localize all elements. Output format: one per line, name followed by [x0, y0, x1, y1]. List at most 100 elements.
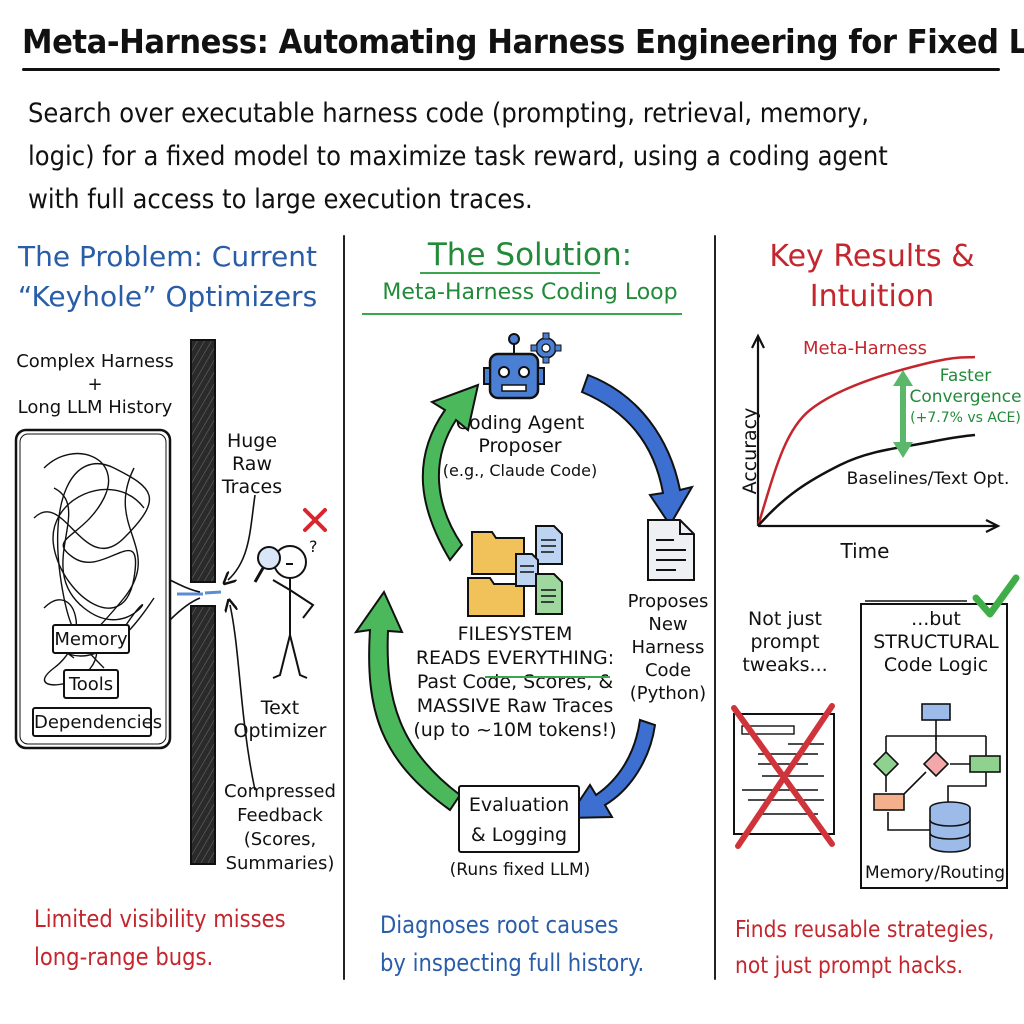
title-underline	[22, 68, 1000, 71]
subtitle-line: Search over executable harness code (pro…	[28, 98, 870, 129]
label-line: Code Logic	[883, 654, 989, 676]
footer-line: long-range bugs.	[34, 943, 214, 971]
keyhole-wall	[177, 339, 222, 865]
label-line: Complex Harness	[16, 351, 174, 372]
footer-line: not just prompt hacks.	[735, 953, 964, 979]
chart-annotation: Faster Convergence (+7.7% vs ACE)	[908, 366, 1023, 429]
label-line: prompt	[750, 631, 820, 653]
label-line: tweaks...	[742, 654, 828, 676]
subtitle-line: logic) for a fixed model to maximize tas…	[28, 141, 888, 172]
gear-icon	[530, 332, 562, 364]
label-line: Summaries)	[225, 853, 335, 874]
footer-line: Limited visibility misses	[34, 905, 286, 933]
filesystem-label: FILESYSTEM READS EVERYTHING: Past Code, …	[395, 622, 635, 742]
annotation-line: (+7.7% vs ACE)	[910, 410, 1021, 426]
label-line: Not just	[748, 608, 822, 630]
accuracy-chart	[751, 333, 1001, 533]
label-line: Proposer	[478, 435, 562, 457]
text-optimizer-label: Text Optimizer	[225, 697, 335, 743]
y-axis-label: Accuracy	[739, 407, 761, 495]
everything-underline	[485, 676, 610, 678]
structural-label: ...but STRUCTURAL Code Logic	[862, 608, 1010, 677]
svg-text:?: ?	[309, 537, 318, 556]
label-line: FILESYSTEM	[457, 623, 573, 645]
label-line: (Scores,	[243, 829, 317, 850]
solution-underline	[420, 272, 600, 274]
label-line: Coding Agent	[455, 412, 585, 434]
label-line: New	[648, 614, 688, 635]
label-line: Compressed	[224, 781, 336, 802]
trace-arrows	[169, 494, 256, 791]
footer-line: by inspecting full history.	[380, 949, 645, 977]
heading-line: Key Results &	[769, 239, 975, 274]
problem-footer: Limited visibility misses long-range bug…	[34, 900, 286, 976]
results-footer: Finds reusable strategies, not just prom…	[735, 912, 994, 984]
convergence-gap-arrow	[893, 370, 913, 458]
solution-heading: The Solution: Meta-Harness Coding Loop	[350, 235, 710, 311]
not-just-label: Not just prompt tweaks...	[730, 608, 840, 677]
label-line: & Logging	[470, 824, 568, 846]
label-line: STRUCTURAL	[873, 631, 999, 653]
proposes-label: Proposes New Harness Code (Python)	[618, 590, 718, 705]
label-line: (Python)	[629, 683, 707, 704]
check-mark-icon	[972, 574, 1020, 618]
heading-line: Intuition	[809, 279, 935, 314]
label-line: Feedback	[237, 805, 323, 826]
label-line: Evaluation	[468, 794, 570, 816]
label-line: Proposes	[627, 591, 709, 612]
label-line: Long LLM History	[17, 397, 173, 418]
coding-agent-label: Coding Agent Proposer (e.g., Claude Code…	[420, 412, 620, 481]
heading-line: Meta-Harness Coding Loop	[382, 280, 678, 305]
column-divider	[714, 235, 716, 980]
component-dependencies: Dependencies	[32, 707, 162, 737]
series-label-baselines: Baselines/Text Opt.	[846, 469, 1010, 489]
filesystem-icon	[467, 525, 563, 617]
x-axis-label: Time	[840, 539, 890, 563]
x-mark-icon	[303, 508, 327, 532]
stick-figure-with-magnifier-icon: ?	[253, 537, 318, 679]
problem-heading: The Problem: Current “Keyhole” Optimizer…	[0, 237, 335, 317]
label-line: (e.g., Claude Code)	[442, 461, 598, 480]
label-line: READS EVERYTHING:	[415, 647, 615, 669]
tangled-harness-illustration	[14, 428, 172, 750]
solution-underline	[362, 313, 682, 315]
label-line: Traces	[221, 476, 283, 498]
robot-icon	[483, 333, 545, 400]
footer-line: Diagnoses root causes	[380, 911, 619, 939]
subtitle-line: with full access to large execution trac…	[28, 184, 533, 215]
structural-logic-panel	[860, 600, 1008, 889]
crossed-out-prompt-icon	[731, 703, 835, 849]
heading-line: The Problem: Current	[18, 240, 317, 273]
heading-line: The Solution:	[427, 237, 633, 273]
series-line-baselines	[757, 433, 976, 527]
annotation-line: Faster	[939, 366, 992, 386]
label-line: Past Code, Scores, &	[416, 671, 614, 693]
evaluation-logging-box: Evaluation & Logging	[458, 785, 580, 853]
label-line: Raw	[232, 453, 272, 475]
label-line: (up to ~10M tokens!)	[413, 719, 617, 741]
footer-line: Finds reusable strategies,	[735, 917, 995, 943]
flowchart-icon	[872, 703, 1001, 853]
label-line: MASSIVE Raw Traces	[416, 695, 614, 717]
component-tools: Tools	[63, 669, 119, 699]
label-line: Optimizer	[233, 720, 327, 742]
label-line: Huge	[226, 430, 278, 452]
solution-footer: Diagnoses root causes by inspecting full…	[380, 906, 644, 982]
subtitle: Search over executable harness code (pro…	[28, 92, 991, 221]
evaluation-note: (Runs fixed LLM)	[449, 860, 591, 880]
series-line-meta-harness	[756, 355, 976, 527]
label-line: Harness	[631, 637, 705, 658]
database-icon	[929, 801, 971, 853]
annotation-line: Convergence	[909, 387, 1022, 407]
column-divider	[343, 235, 345, 980]
label-line: +	[87, 374, 103, 395]
results-heading: Key Results & Intuition	[722, 237, 1022, 317]
heading-line: “Keyhole” Optimizers	[17, 280, 318, 313]
label-line: Text	[260, 697, 300, 719]
page-title: Meta-Harness: Automating Harness Enginee…	[22, 22, 1024, 61]
component-memory: Memory	[52, 624, 130, 654]
compressed-feedback-label: Compressed Feedback (Scores, Summaries)	[220, 780, 340, 876]
raw-traces-label: Huge Raw Traces	[212, 430, 292, 499]
label-line: Code	[644, 660, 692, 681]
memory-routing-label: Memory/Routing	[864, 863, 1006, 883]
